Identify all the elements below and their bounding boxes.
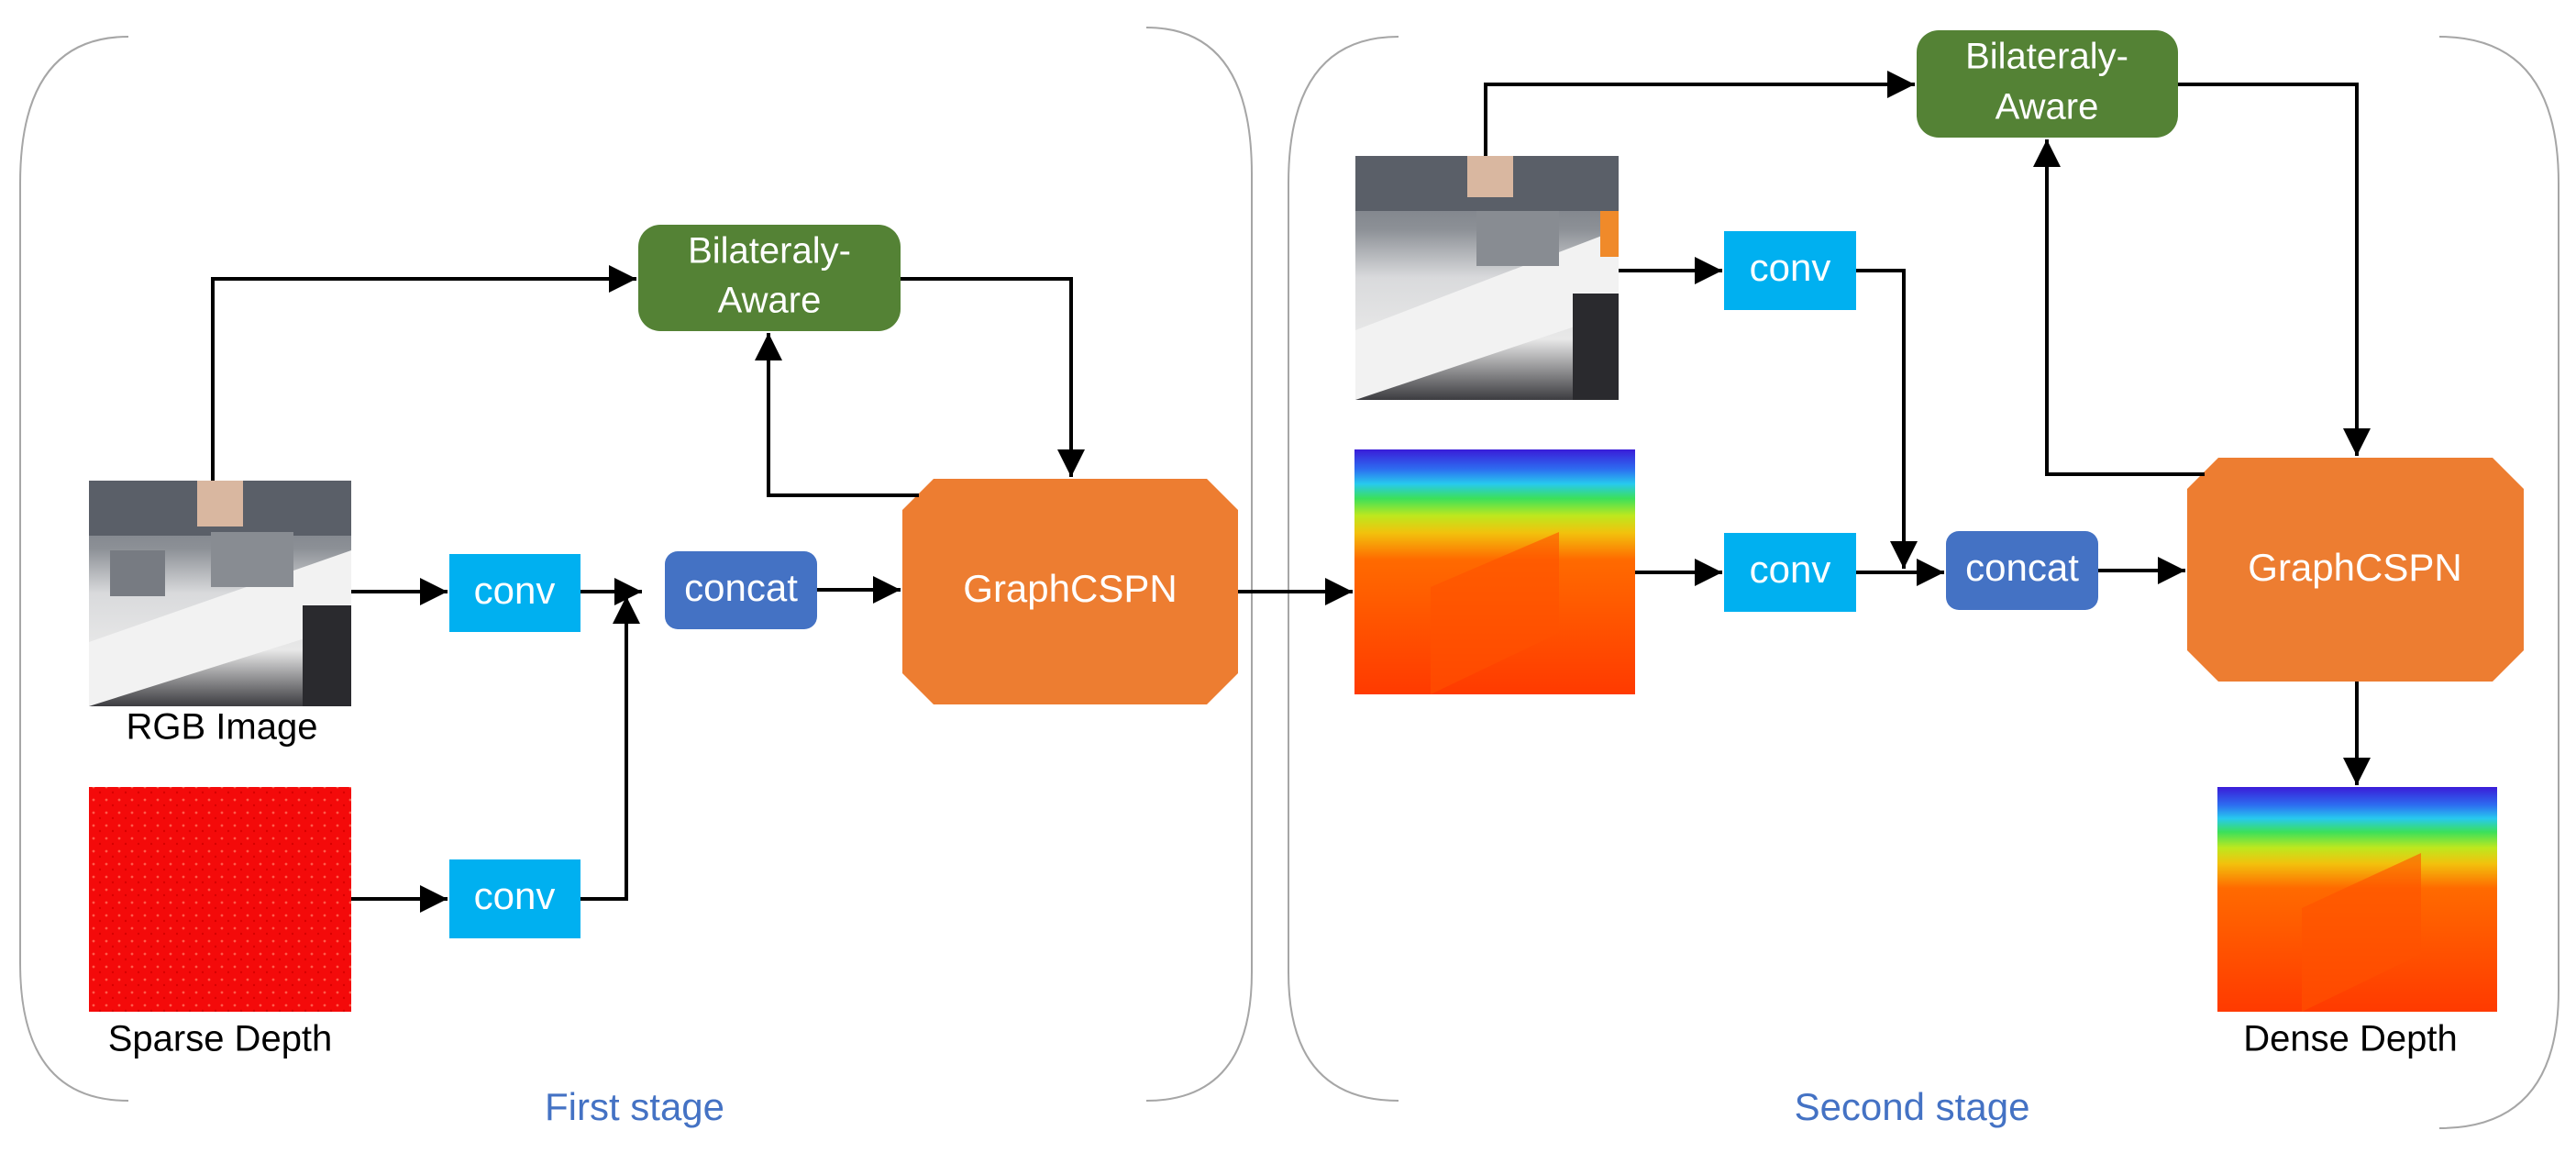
conv-depth-block-stage2: [1724, 533, 1856, 612]
bilateral-label-line2: Aware: [718, 281, 822, 321]
bilateral-label-line1-stage2: Bilateraly-: [1965, 37, 2128, 77]
conv-sparse-label: conv: [474, 874, 556, 917]
sparse-depth-caption: Sparse Depth: [108, 1019, 333, 1059]
conv-rgb-label-stage2: conv: [1750, 246, 1831, 289]
rgb-image-caption: RGB Image: [127, 707, 318, 748]
conv-sparse-block: [449, 859, 580, 938]
second-stage-frame: [1288, 36, 2559, 1129]
bilateral-block-stage2: [1917, 30, 2178, 138]
dense-depth-caption: Dense Depth: [2243, 1019, 2457, 1059]
first-stage-frame: [19, 27, 1253, 1102]
stage1-arrows: [211, 265, 1353, 913]
bilateral-label-line2-stage2: Aware: [1996, 87, 2099, 127]
concat-label-stage2: concat: [1965, 546, 2079, 589]
rgb-image-stage2: [1355, 156, 1619, 400]
bilateral-label-line1: Bilateraly-: [688, 231, 851, 272]
graphcspn-block-stage2: [2187, 458, 2524, 682]
second-stage-label: Second stage: [1795, 1085, 2030, 1128]
conv-rgb-block-stage2: [1724, 231, 1856, 310]
concat-block-stage2: [1946, 531, 2098, 610]
graphcspn-block: [902, 479, 1238, 704]
conv-depth-label-stage2: conv: [1750, 548, 1831, 591]
dense-depth-image: [2217, 787, 2497, 1012]
first-stage-label: First stage: [545, 1085, 724, 1128]
stage2-arrows: [1484, 71, 2371, 785]
intermediate-depth-image: [1354, 449, 1635, 694]
concat-label: concat: [684, 566, 798, 609]
sparse-depth-image: [89, 787, 351, 1012]
rgb-image: [89, 481, 351, 706]
conv-rgb-block: [449, 554, 580, 632]
bilateral-block: [638, 225, 901, 331]
graphcspn-label: GraphCSPN: [963, 567, 1177, 610]
conv-rgb-label: conv: [474, 569, 556, 612]
graphcspn-label-stage2: GraphCSPN: [2248, 546, 2461, 589]
concat-block: [665, 551, 817, 629]
